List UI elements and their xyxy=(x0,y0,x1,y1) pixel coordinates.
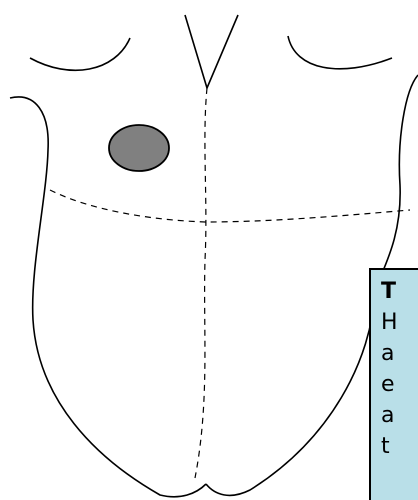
callout-line-3: e xyxy=(381,369,418,400)
callout-line-5: t xyxy=(381,431,418,462)
callout-line-4: a xyxy=(381,400,418,431)
center-dashed-line xyxy=(195,88,207,478)
horizontal-dashed-line xyxy=(50,190,410,222)
callout-line-2: a xyxy=(381,338,418,369)
left-lip-curve xyxy=(30,38,130,70)
gray-spot-marker xyxy=(109,125,169,171)
callout-line-1: H xyxy=(381,307,418,338)
center-notch-v xyxy=(185,15,238,88)
tongue-left-contour xyxy=(10,97,206,497)
callout-title: T xyxy=(381,276,418,307)
info-callout-box: T H a e a t xyxy=(369,268,418,500)
right-lip-curve xyxy=(288,36,392,69)
